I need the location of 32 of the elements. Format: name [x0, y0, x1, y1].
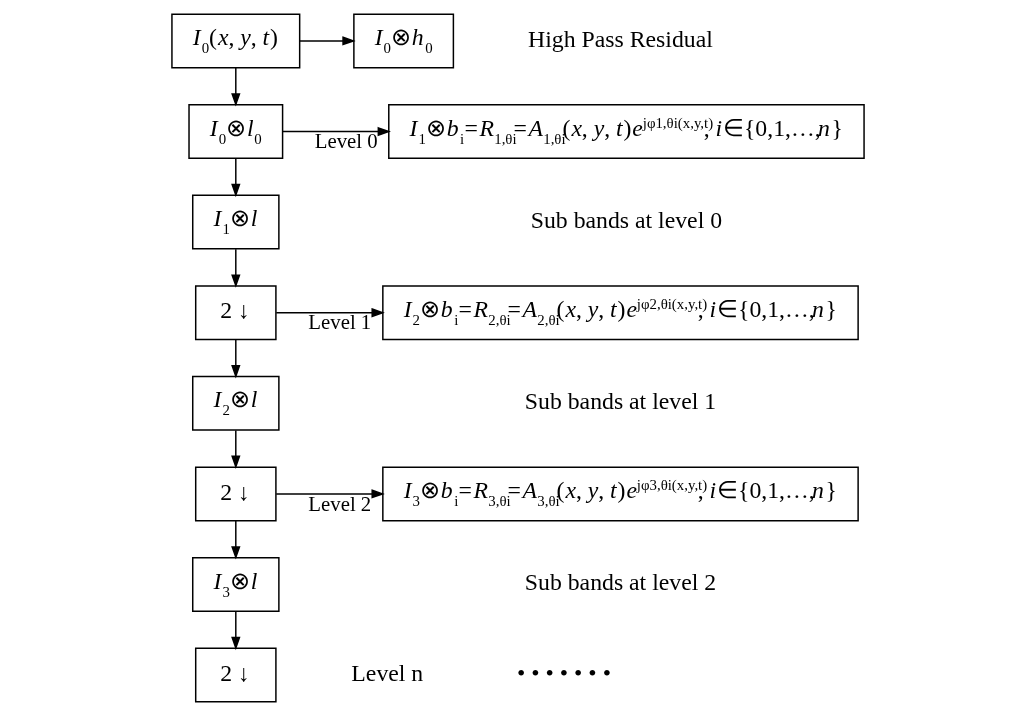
arrow [281, 126, 391, 137]
node-box: I$_{1}$⊗l [191, 194, 280, 250]
node-box: I$_{2}$⊗b$_{i}$=R$_{2,θi}$=A$_{2,θi}$(x, y,t)e$^{jφ2,θi(x,y,t)}$, i∈{0,1,…,n} [381, 285, 859, 341]
node-label: Sub bands at level 1 [524, 387, 716, 414]
label: Level n [350, 659, 423, 686]
node-label: Sub bands at level 2 [524, 569, 716, 596]
arrow [230, 610, 240, 651]
node-label: High Pass Residual [527, 25, 713, 52]
edge-label: Level 1 [307, 310, 371, 334]
node-box: 2 ↓ [194, 285, 277, 341]
node-box: I$_{1}$⊗b$_{i}$=R$_{1,θi}$=A$_{1,θi}$(x, y,t)e$^{jφ1,θi(x,y,t)}$, i∈{0,1,…,n} [387, 104, 865, 159]
edge-label: Level 0 [314, 129, 378, 153]
node-box: I$_{0}$(x, y, t) [170, 13, 300, 69]
node-box: I$_{0}$⊗h$_{0}$ [352, 13, 454, 69]
label: • • • • • • • [516, 659, 611, 686]
node-label: Sub bands at level 0 [530, 206, 722, 233]
node-box: 2 ↓ [194, 647, 277, 703]
arrow [230, 157, 240, 198]
arrow [230, 67, 240, 107]
arrow [230, 339, 240, 379]
node-box: 2 ↓ [194, 466, 277, 522]
arrow [275, 308, 385, 318]
node-box: I$_{0}$⊗l$_{0}$ [187, 104, 283, 159]
arrow [275, 489, 385, 499]
arrow [298, 36, 356, 46]
node-box: I$_{2}$⊗l [191, 375, 280, 431]
node-box: I$_{3}$⊗l [191, 557, 280, 612]
node-box: I$_{3}$⊗b$_{i}$=R$_{3,θi}$=A$_{3,θi}$(x, y,t)e$^{jφ3,θi(x,y,t)}$, i∈{0,1,…,n} [381, 466, 859, 522]
edge-label: Level 2 [307, 491, 371, 515]
arrow [230, 248, 240, 288]
arrow [230, 520, 240, 560]
arrow [230, 429, 240, 469]
